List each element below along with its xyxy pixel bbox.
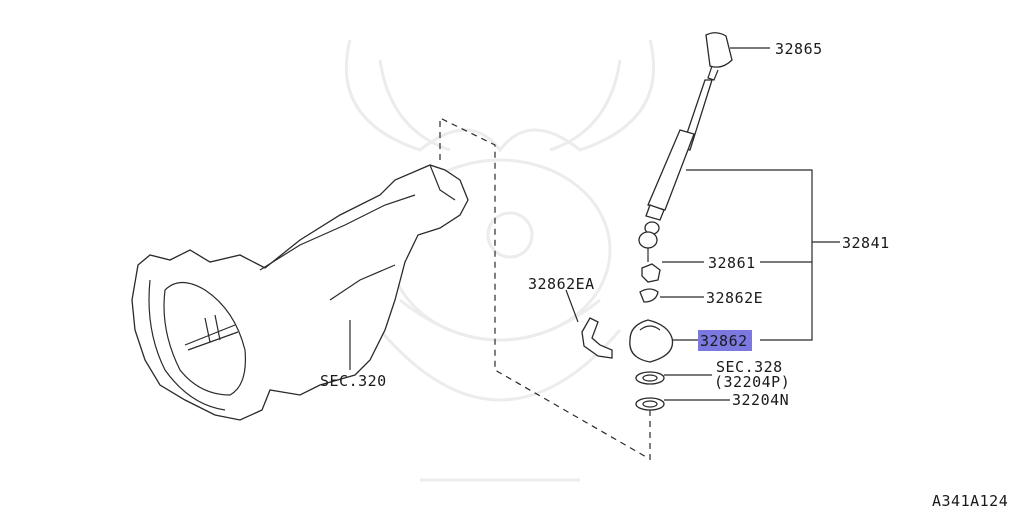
part-number-32865[interactable]: 32865 (775, 40, 823, 58)
part-number-32862[interactable]: 32862 (700, 332, 748, 350)
transmission-case (131, 164, 469, 421)
section-ref-328[interactable]: SEC.328 (716, 358, 783, 376)
part-number-32862e[interactable]: 32862E (706, 289, 763, 307)
section-ref-328-sub[interactable]: (32204P) (714, 373, 790, 391)
shift-lever (638, 32, 733, 262)
part-number-32861[interactable]: 32861 (708, 254, 756, 272)
alignment-lines (439, 117, 651, 460)
diagram-code: A341A124 (932, 492, 1008, 510)
part-number-32841[interactable]: 32841 (842, 234, 890, 252)
leader-lines (349, 47, 840, 401)
lever-small-parts (581, 263, 674, 411)
selected-part-highlight (698, 330, 752, 351)
part-number-32862ea[interactable]: 32862EA (528, 275, 595, 293)
section-ref-320[interactable]: SEC.320 (320, 372, 387, 390)
part-number-32204n[interactable]: 32204N (732, 391, 789, 409)
